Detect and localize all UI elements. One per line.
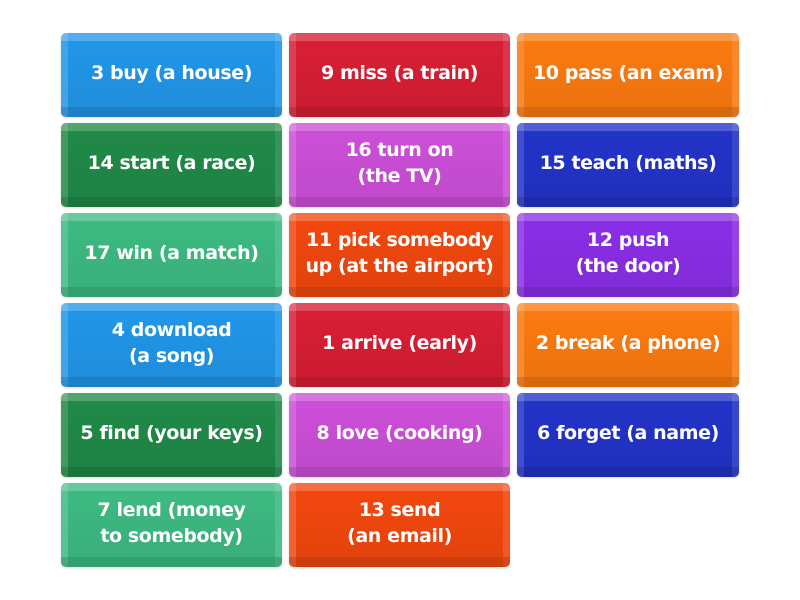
tile-label: 14 start (a race)	[87, 152, 256, 174]
tile-label: 10 pass (an exam)	[532, 62, 723, 84]
tile-2-break[interactable]: 2 break (a phone)	[517, 303, 739, 387]
tile-11-pick-up[interactable]: 11 pick somebody up (at the airport)	[289, 213, 510, 297]
tile-7-lend[interactable]: 7 lend (money to somebody)	[61, 483, 282, 567]
tile-3-buy[interactable]: 3 buy (a house)	[61, 33, 282, 117]
tile-4-download[interactable]: 4 download (a song)	[61, 303, 282, 387]
tile-label: 13 send (an email)	[347, 499, 452, 547]
tile-6-forget[interactable]: 6 forget (a name)	[517, 393, 739, 477]
tile-label: 3 buy (a house)	[90, 62, 253, 84]
tile-15-teach[interactable]: 15 teach (maths)	[517, 123, 739, 207]
tile-label: 9 miss (a train)	[320, 62, 479, 84]
tile-1-arrive[interactable]: 1 arrive (early)	[289, 303, 510, 387]
tile-label: 16 turn on (the TV)	[345, 139, 454, 187]
tile-16-turn-on[interactable]: 16 turn on (the TV)	[289, 123, 510, 207]
tile-label: 8 love (cooking)	[316, 422, 483, 444]
tile-label: 5 find (your keys)	[80, 422, 263, 444]
tile-label: 15 teach (maths)	[539, 152, 717, 174]
tile-13-send[interactable]: 13 send (an email)	[289, 483, 510, 567]
tile-label: 7 lend (money to somebody)	[97, 499, 246, 547]
tile-label: 12 push (the door)	[575, 229, 681, 277]
tile-label: 2 break (a phone)	[535, 332, 721, 354]
tile-17-win[interactable]: 17 win (a match)	[61, 213, 282, 297]
tile-12-push[interactable]: 12 push (the door)	[517, 213, 739, 297]
tile-9-miss[interactable]: 9 miss (a train)	[289, 33, 510, 117]
tile-label: 1 arrive (early)	[322, 332, 477, 354]
tile-14-start[interactable]: 14 start (a race)	[61, 123, 282, 207]
tile-grid: 3 buy (a house) 9 miss (a train) 10 pass…	[61, 33, 739, 567]
tile-label: 4 download (a song)	[111, 319, 232, 367]
tile-5-find[interactable]: 5 find (your keys)	[61, 393, 282, 477]
tile-10-pass[interactable]: 10 pass (an exam)	[517, 33, 739, 117]
tile-label: 11 pick somebody up (at the airport)	[305, 229, 494, 277]
tile-8-love[interactable]: 8 love (cooking)	[289, 393, 510, 477]
tile-label: 6 forget (a name)	[537, 422, 719, 444]
tile-label: 17 win (a match)	[84, 242, 259, 264]
